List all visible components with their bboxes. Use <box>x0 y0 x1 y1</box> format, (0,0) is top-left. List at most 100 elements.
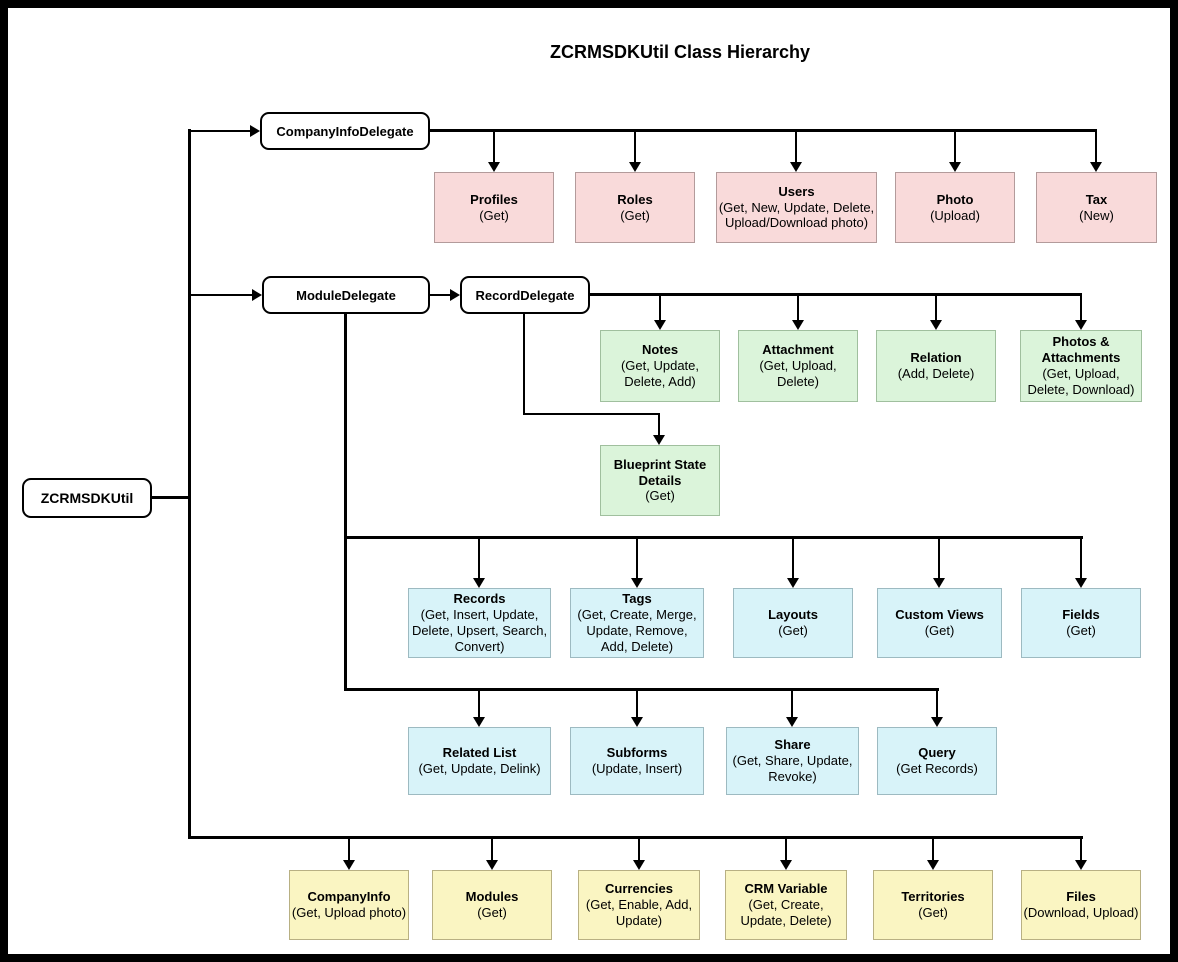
connector-root-to-trunk <box>152 496 188 499</box>
node-tags: Tags (Get, Create, Merge, Update, Remove… <box>570 588 704 658</box>
arrowhead <box>631 717 643 727</box>
connector-drop <box>636 538 638 578</box>
arrowhead <box>654 320 666 330</box>
connector-drop <box>1080 295 1082 320</box>
connector-drop <box>932 838 934 860</box>
node-methods: (Get, Upload, Delete, Download) <box>1027 366 1135 397</box>
connector-to-companydelegate <box>189 130 250 132</box>
node-title: CRM Variable <box>744 881 828 897</box>
node-layouts: Layouts (Get) <box>733 588 853 658</box>
node-title: Custom Views <box>895 607 984 623</box>
arrowhead <box>933 578 945 588</box>
arrowhead <box>931 717 943 727</box>
node-methods: (Get Records) <box>896 761 978 776</box>
node-methods: (Get) <box>645 488 675 504</box>
node-blueprint-state-details: Blueprint State Details (Get) <box>600 445 720 516</box>
connector-to-moduledelegate <box>189 294 252 296</box>
connector-drop <box>491 838 493 860</box>
connector-drop <box>348 838 350 860</box>
node-roles: Roles (Get) <box>575 172 695 243</box>
arrowhead <box>486 860 498 870</box>
arrowhead <box>629 162 641 172</box>
connector-drop <box>935 295 937 320</box>
node-title: Tax <box>1085 191 1108 207</box>
connector-root-bus <box>188 836 1083 839</box>
node-notes: Notes (Get, Update, Delete, Add) <box>600 330 720 402</box>
node-methods: (New) <box>1079 207 1114 223</box>
node-title: Relation <box>910 350 962 366</box>
connector-drop <box>938 538 940 578</box>
node-label: ModuleDelegate <box>296 287 396 303</box>
node-title: Territories <box>901 889 965 905</box>
arrowhead <box>1075 860 1087 870</box>
node-title: Modules <box>465 889 519 905</box>
connector-blueprint-elbow <box>658 413 660 435</box>
arrowhead <box>790 162 802 172</box>
node-photos-attachments: Photos & Attachments (Get, Upload, Delet… <box>1020 330 1142 402</box>
node-methods: (Get, Update, Delink) <box>418 761 541 776</box>
arrowhead <box>949 162 961 172</box>
arrowhead <box>631 578 643 588</box>
node-methods: (Get, Upload photo) <box>291 905 407 920</box>
page-title: ZCRMSDKUtil Class Hierarchy <box>549 42 811 62</box>
connector-drop <box>791 690 793 717</box>
node-subforms: Subforms (Update, Insert) <box>570 727 704 795</box>
node-profiles: Profiles (Get) <box>434 172 554 243</box>
node-custom-views: Custom Views (Get) <box>877 588 1002 658</box>
node-recorddelegate: RecordDelegate <box>460 276 590 314</box>
node-methods: (Get, Insert, Update, Delete, Upsert, Se… <box>411 607 548 654</box>
arrowhead <box>780 860 792 870</box>
node-records: Records (Get, Insert, Update, Delete, Up… <box>408 588 551 658</box>
node-methods: (Get) <box>479 207 509 223</box>
node-title: Attachment <box>762 342 834 358</box>
node-title: Share <box>774 737 811 753</box>
connector-record-bus <box>590 293 1082 296</box>
arrowhead <box>930 320 942 330</box>
connector-drop <box>954 131 956 162</box>
connector-drop <box>1080 838 1082 860</box>
connector-module-trunk <box>344 314 347 691</box>
node-title: Roles <box>617 191 653 207</box>
node-title: Files <box>1066 889 1096 905</box>
arrowhead <box>1075 320 1087 330</box>
arrowhead <box>473 717 485 727</box>
connector-drop <box>785 838 787 860</box>
node-methods: (Get, Update, Delete, Add) <box>620 358 700 389</box>
node-methods: (Get) <box>778 623 808 638</box>
node-companyinfodelegate: CompanyInfoDelegate <box>260 112 430 150</box>
node-title: Notes <box>641 342 679 358</box>
arrowhead <box>633 860 645 870</box>
arrowhead <box>450 289 460 301</box>
node-label: CompanyInfoDelegate <box>276 123 414 139</box>
connector-drop <box>936 690 938 717</box>
arrowhead <box>792 320 804 330</box>
node-relation: Relation (Add, Delete) <box>876 330 996 402</box>
node-title: Layouts <box>768 607 818 623</box>
node-territories: Territories (Get) <box>873 870 993 940</box>
arrowhead <box>250 125 260 137</box>
connector-drop <box>478 690 480 717</box>
node-photo: Photo (Upload) <box>895 172 1015 243</box>
node-label: RecordDelegate <box>475 287 575 303</box>
node-moduledelegate: ModuleDelegate <box>262 276 430 314</box>
node-zcrmsdkutil: ZCRMSDKUtil <box>22 478 152 518</box>
node-methods: (Get) <box>620 207 650 223</box>
node-title: Subforms <box>606 745 668 761</box>
node-related-list: Related List (Get, Update, Delink) <box>408 727 551 795</box>
connector-drop <box>659 295 661 320</box>
connector-main-trunk <box>188 129 191 839</box>
connector-drop <box>792 538 794 578</box>
node-methods: (Get, Upload, Delete) <box>759 358 837 389</box>
connector-drop <box>638 838 640 860</box>
arrowhead <box>343 860 355 870</box>
node-label: ZCRMSDKUtil <box>40 490 134 506</box>
node-title: Related List <box>442 745 517 761</box>
node-title: Query <box>918 745 956 761</box>
connector-company-bus <box>430 129 1097 132</box>
connector-module-to-record <box>430 294 450 296</box>
arrowhead <box>252 289 262 301</box>
node-modules: Modules (Get) <box>432 870 552 940</box>
node-files: Files (Download, Upload) <box>1021 870 1141 940</box>
arrowhead <box>786 717 798 727</box>
node-methods: (Get, Enable, Add, Update) <box>585 897 693 928</box>
